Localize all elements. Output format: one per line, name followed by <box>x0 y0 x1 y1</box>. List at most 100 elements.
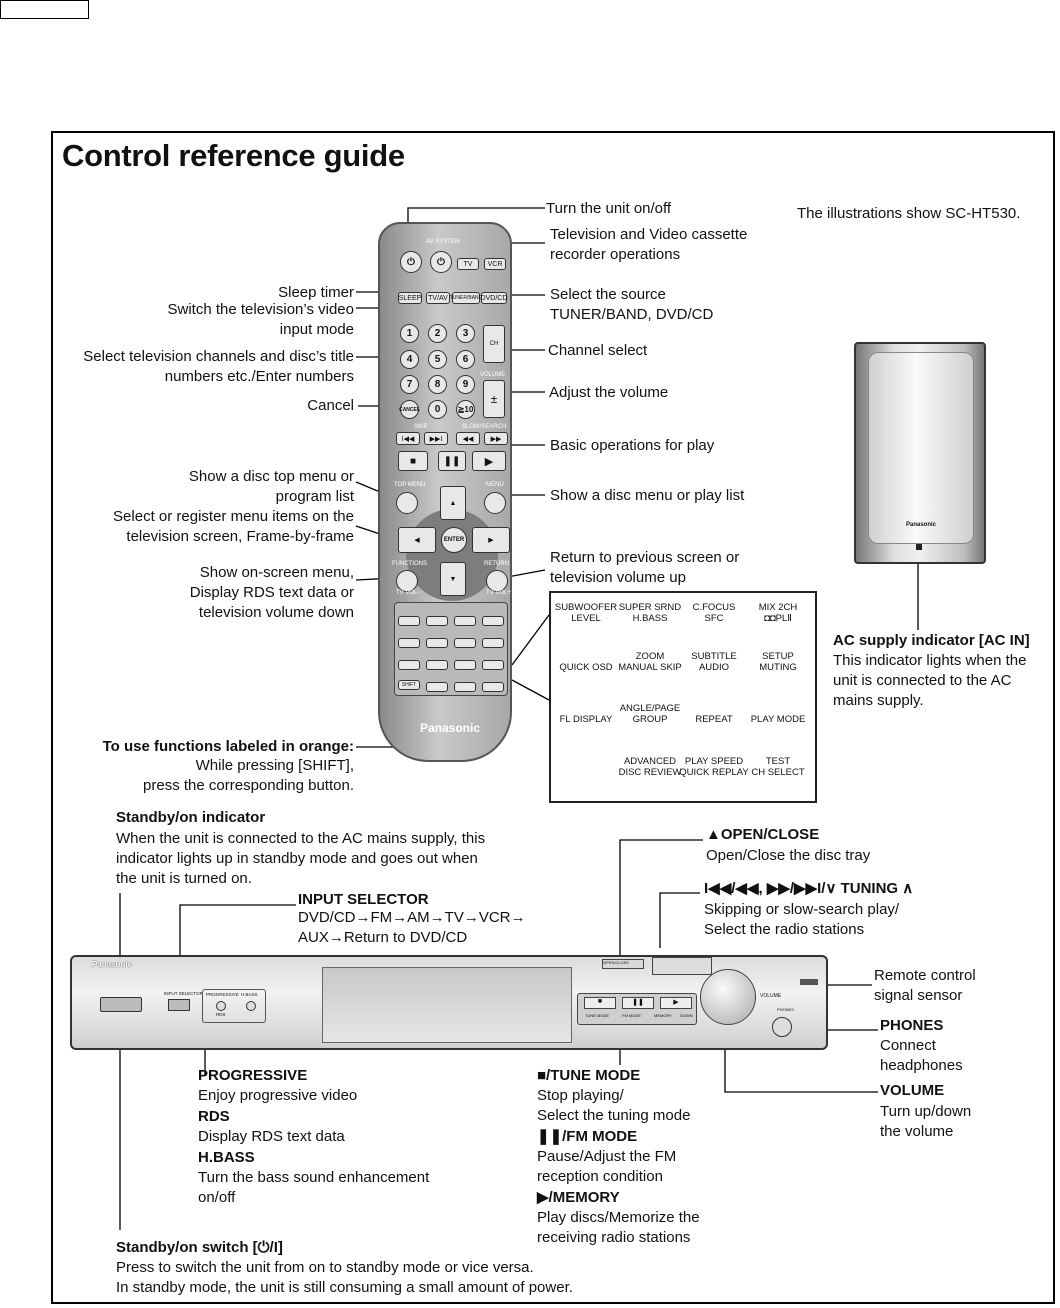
progressive-label: PROGRESSIVE <box>206 992 239 997</box>
label-source: Select the source TUNER/BAND, DVD/CD <box>550 286 714 323</box>
functions-button[interactable] <box>396 570 418 592</box>
c-focus-button[interactable] <box>454 616 476 626</box>
digit-5-button[interactable]: 5 <box>428 350 447 369</box>
zoom-label: QUICK OSD <box>559 662 613 673</box>
play-speed-button[interactable] <box>454 682 476 692</box>
angle-page-button[interactable] <box>426 660 448 670</box>
open-close-body: Open/Close the disc tray <box>706 847 871 864</box>
volume-body: Turn up/down the volume <box>880 1103 972 1140</box>
label-tvav: Switch the television’s video input mode <box>167 301 355 338</box>
menu-button[interactable] <box>484 492 506 514</box>
fl-display-button[interactable] <box>398 660 420 670</box>
digit-10-button[interactable]: ≧10 <box>456 400 475 419</box>
digit-9-button[interactable]: 9 <box>456 375 475 394</box>
skip-forward-button[interactable]: ▶▶I <box>424 432 448 445</box>
cancel-button[interactable]: CANCEL <box>399 400 420 419</box>
skip-back-button[interactable]: I◀◀ <box>396 432 420 445</box>
page-number-box <box>0 0 89 19</box>
pause-button[interactable]: ❚❚ <box>438 451 466 471</box>
fm-mode-label: FM MODE <box>622 1013 641 1018</box>
remote-brand-logo: Panasonic <box>420 721 481 735</box>
remote-power-button[interactable]: ⏻ <box>400 251 422 273</box>
slow-search-label: SLOW/SEARCH <box>462 424 507 430</box>
remote-sensor <box>800 979 818 985</box>
input-selector-button[interactable] <box>168 999 190 1011</box>
input-selector-label: INPUT SELECTOR <box>164 991 203 996</box>
standby-indicator-title: Standby/on indicator <box>116 809 266 826</box>
shift-button[interactable]: SHIFT <box>398 680 420 690</box>
rds-label: RDS <box>216 1012 226 1017</box>
unit-pause-button[interactable]: ❚❚ <box>622 997 654 1009</box>
digit-4-button[interactable]: 4 <box>400 350 419 369</box>
channel-rocker[interactable]: CH <box>483 325 505 363</box>
pause-fm-title: ❚❚/FM MODE <box>537 1128 638 1145</box>
unit-stop-button[interactable]: ■ <box>584 997 616 1009</box>
volume-knob[interactable] <box>700 969 756 1025</box>
digit-6-button[interactable]: 6 <box>456 350 475 369</box>
av-power-button[interactable]: ⏻ <box>430 251 452 273</box>
label-return: Return to previous screen or television … <box>550 549 740 586</box>
play-control-panel: ■ ❚❚ ▶ TUNE MODE FM MODE MEMORY DOWN <box>577 993 697 1025</box>
unit-play-button[interactable]: ▶ <box>660 997 692 1009</box>
slow-back-button[interactable]: ◀◀ <box>456 432 480 445</box>
menu-label: MENU <box>486 482 504 488</box>
standby-indicator-body: When the unit is connected to the AC mai… <box>116 830 486 887</box>
hbass-button[interactable] <box>246 1001 256 1011</box>
zoom-label: FL DISPLAY <box>559 714 613 725</box>
top-menu-button[interactable] <box>396 492 418 514</box>
cursor-left-button[interactable]: ◀ <box>398 527 436 553</box>
digit-0-button[interactable]: 0 <box>428 400 447 419</box>
slow-forward-button[interactable]: ▶▶ <box>484 432 508 445</box>
test-button[interactable] <box>482 682 504 692</box>
skip-tuning-buttons[interactable] <box>652 957 712 975</box>
progressive-button[interactable] <box>216 1001 226 1011</box>
play-memory-title: ▶/MEMORY <box>537 1189 620 1206</box>
repeat-button[interactable] <box>454 660 476 670</box>
zoom-label: C.FOCUS SFC <box>692 602 736 624</box>
play-mode-button[interactable] <box>482 660 504 670</box>
digit-8-button[interactable]: 8 <box>428 375 447 394</box>
tvav-button[interactable]: TV/AV <box>426 292 450 304</box>
label-select: Select or register menu items on the tel… <box>113 508 354 545</box>
zoom-label: TEST CH SELECT <box>751 756 805 778</box>
top-menu-label: TOP MENU <box>394 482 426 488</box>
cursor-down-button[interactable]: ▼ <box>440 562 466 596</box>
label-play: Basic operations for play <box>550 437 715 454</box>
tuner-band-button[interactable]: TUNER/BAND <box>450 292 482 304</box>
open-close-button[interactable]: OPEN/CLOSE <box>602 959 644 969</box>
volume-rocker[interactable]: ± <box>483 380 505 418</box>
zoom-label: REPEAT <box>695 714 733 725</box>
unit-brand-logo: Panasonic <box>92 960 133 969</box>
return-button[interactable] <box>486 570 508 592</box>
functions-label: FUNCTIONS <box>392 561 427 567</box>
digit-3-button[interactable]: 3 <box>456 324 475 343</box>
play-button[interactable]: ▶ <box>472 451 506 471</box>
tv-button[interactable]: TV <box>457 258 479 270</box>
enter-button[interactable]: ENTER <box>441 527 467 553</box>
digit-1-button[interactable]: 1 <box>400 324 419 343</box>
vcr-button[interactable]: VCR <box>484 258 506 270</box>
subtitle-button[interactable] <box>454 638 476 648</box>
phones-jack[interactable] <box>772 1017 792 1037</box>
dvd-cd-button[interactable]: DVD/CD <box>481 292 507 304</box>
super-srnd-button[interactable] <box>426 616 448 626</box>
quick-osd-button[interactable] <box>398 638 420 648</box>
advanced-disc-review-button[interactable] <box>426 682 448 692</box>
subwoofer-level-button[interactable] <box>398 616 420 626</box>
open-close-title: ▲OPEN/CLOSE <box>706 826 820 843</box>
digit-2-button[interactable]: 2 <box>428 324 447 343</box>
sleep-button[interactable]: SLEEP <box>398 292 422 304</box>
mix-2ch-button[interactable] <box>482 616 504 626</box>
skip-label: SKIP <box>414 424 428 430</box>
stop-button[interactable]: ■ <box>398 451 428 471</box>
zoom-button[interactable] <box>426 638 448 648</box>
function-label-zoom: SUBWOOFER LEVEL SUPER SRND H.BASS C.FOCU… <box>549 591 817 803</box>
setup-button[interactable] <box>482 638 504 648</box>
digit-7-button[interactable]: 7 <box>400 375 419 394</box>
cursor-right-button[interactable]: ▶ <box>472 527 510 553</box>
hbass-body: Turn the bass sound enhancement on/off <box>198 1169 430 1206</box>
standby-switch[interactable] <box>100 997 142 1012</box>
rds-body: Display RDS text data <box>198 1128 345 1145</box>
cursor-up-button[interactable]: ▲ <box>440 486 466 520</box>
unit-volume-label: VOLUME <box>760 993 782 999</box>
